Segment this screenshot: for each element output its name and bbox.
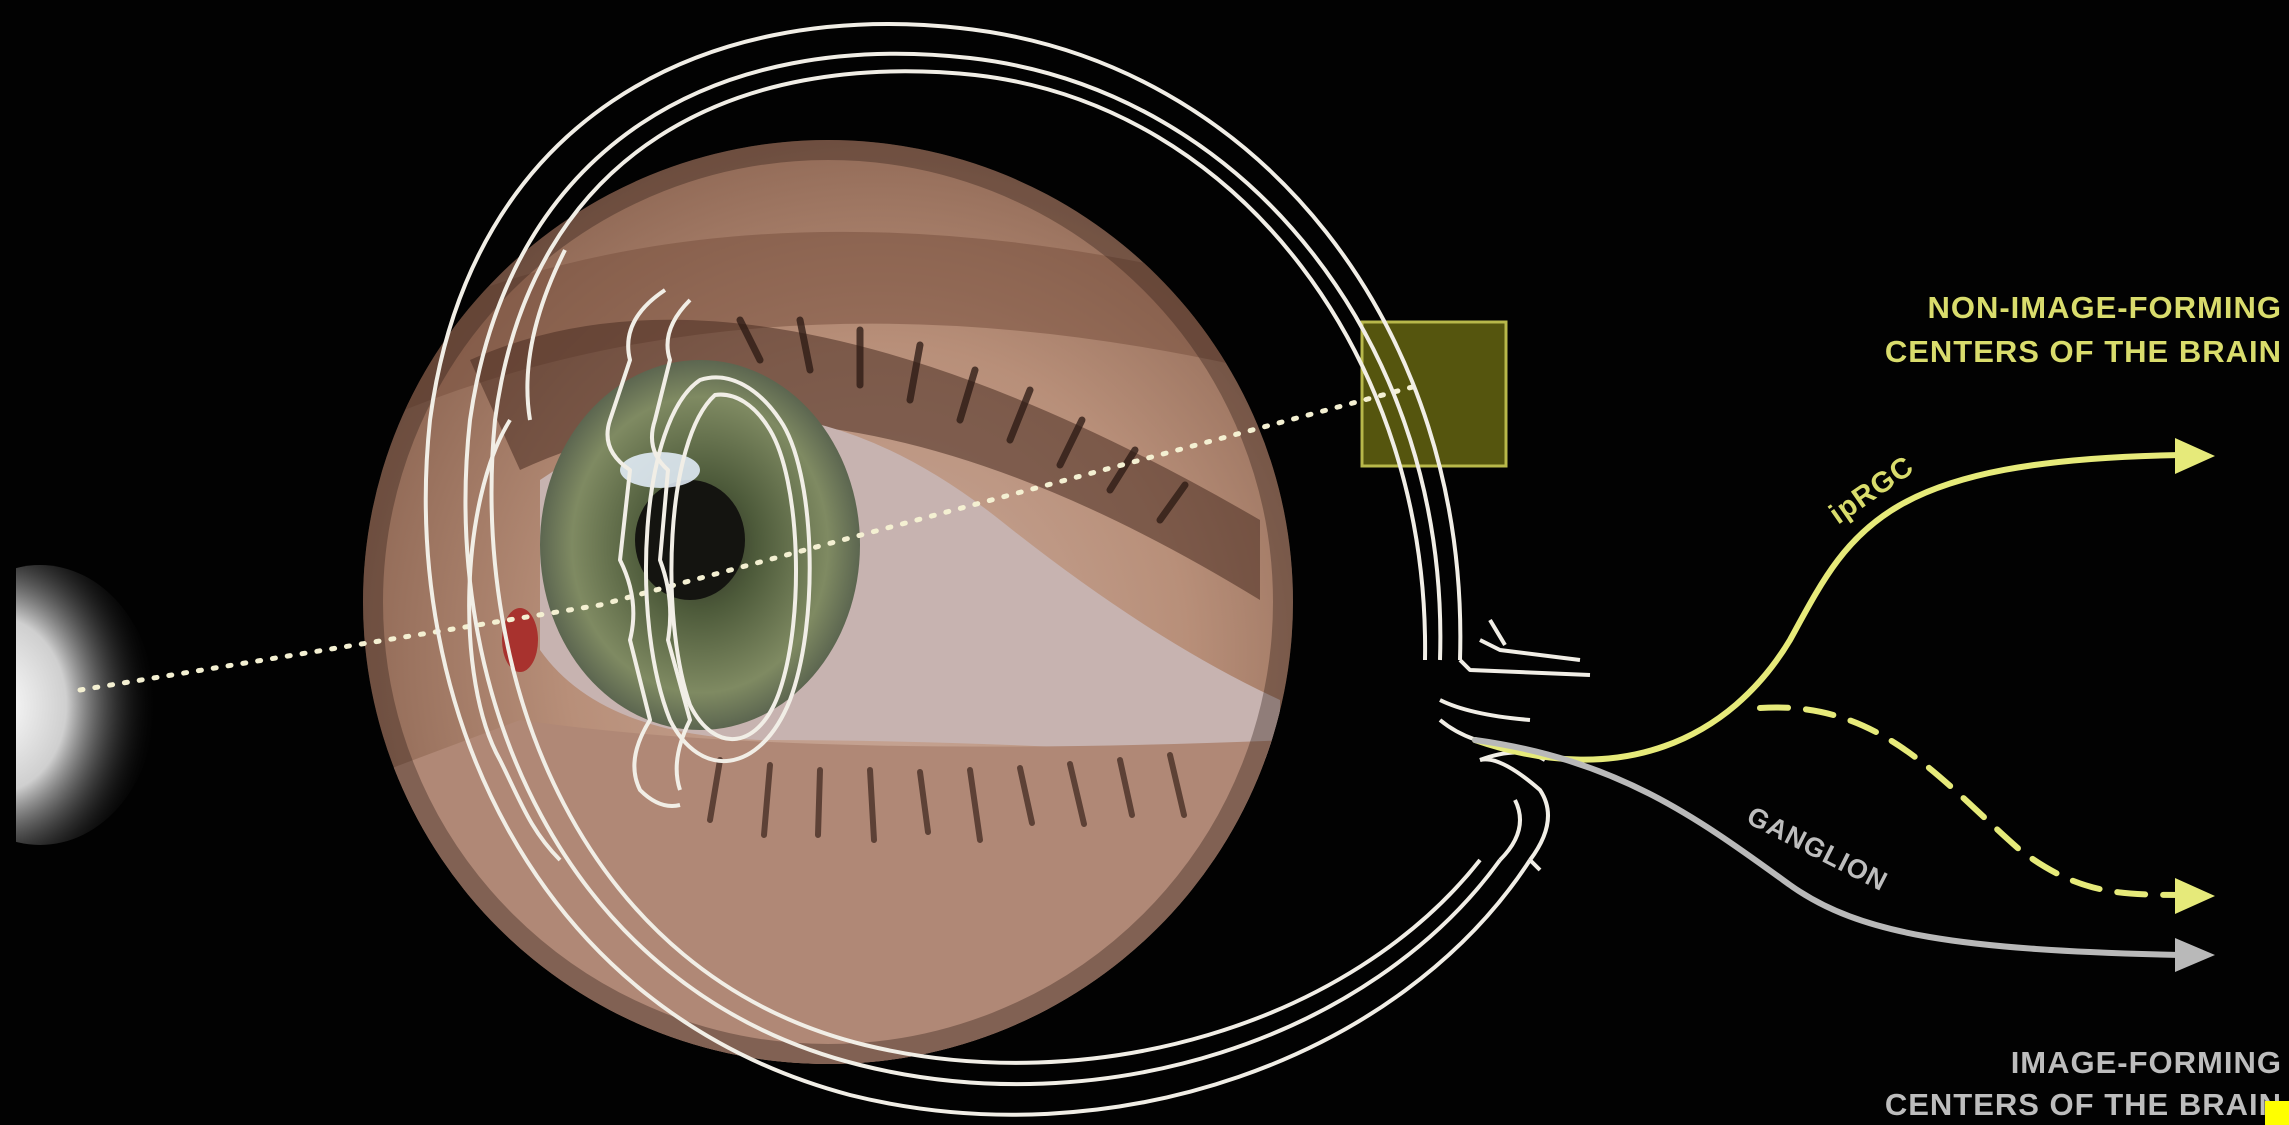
optic-pathways bbox=[1475, 455, 2190, 955]
corner-marker bbox=[2265, 1101, 2289, 1125]
light-source bbox=[0, 560, 155, 850]
iprgc-label: ipRGC bbox=[1824, 450, 1920, 531]
image-forming-label-line2: CENTERS OF THE BRAIN bbox=[1885, 1087, 2282, 1122]
arrow-image-forming bbox=[2175, 938, 2215, 972]
image-forming-label-line1: IMAGE-FORMING bbox=[2011, 1045, 2282, 1080]
non-image-forming-label-line2: CENTERS OF THE BRAIN bbox=[1885, 334, 2282, 369]
arrow-dashed bbox=[2175, 878, 2215, 914]
arrow-non-image-forming bbox=[2175, 438, 2215, 474]
non-image-forming-label-line1: NON-IMAGE-FORMING bbox=[1927, 290, 2282, 325]
ganglion-label: GANGLION bbox=[1742, 801, 1892, 897]
